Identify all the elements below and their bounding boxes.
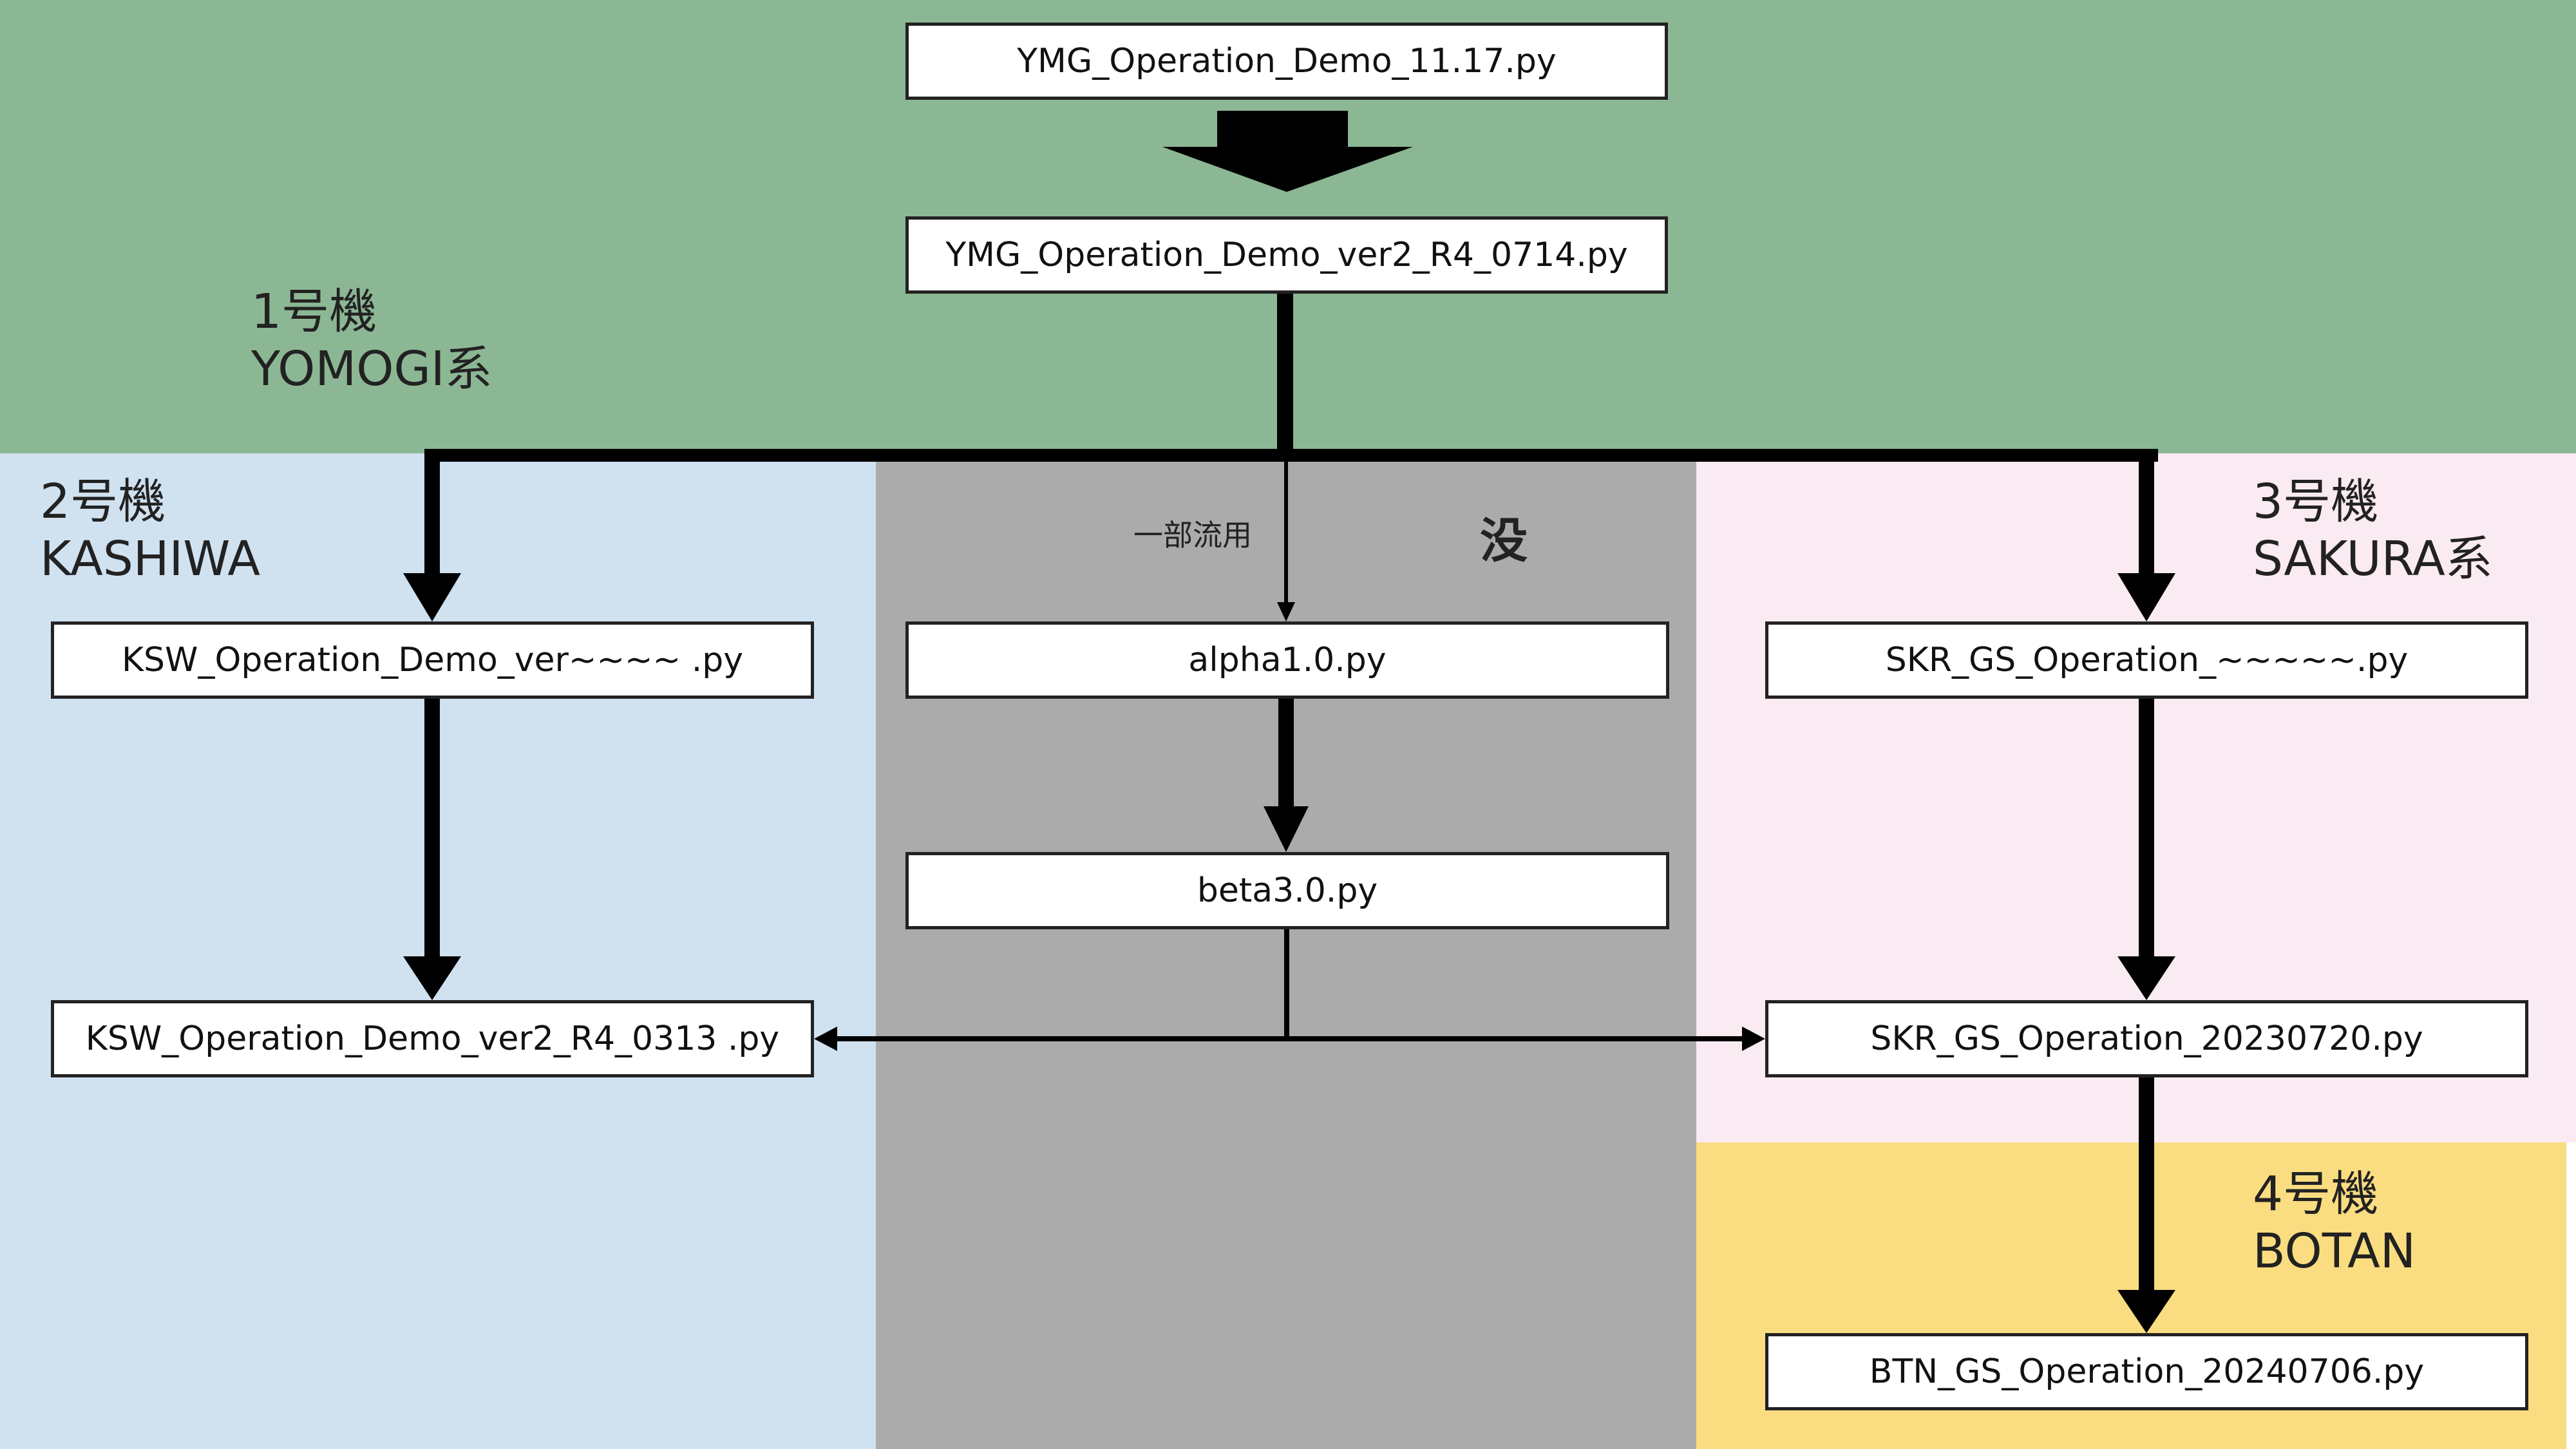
region-label-kashiwa: 2号機 KASHIWA [40,473,260,588]
partial-reuse-arrowhead [1277,602,1295,621]
file-beta: beta3.0.py [905,852,1669,929]
ksw-line [424,699,440,960]
branch-left-arrowhead [403,573,461,621]
file-ksw-operation-demo-ver2: KSW_Operation_Demo_ver2_R4_0313 .py [51,1000,814,1077]
file-btn-gs-operation-20240706: BTN_GS_Operation_20240706.py [1765,1333,2528,1410]
block-arrow [1162,111,1413,192]
ksw-arrowhead [403,956,461,1000]
branch-left-line [424,449,440,578]
branch-right-line [2139,449,2154,578]
region-label-yomogi: 1号機 YOMOGI系 [251,283,493,398]
beta-right-arrowhead [1742,1027,1765,1051]
beta-horizontal-line [831,1036,1752,1041]
discarded-note: 没 [1480,513,1528,569]
file-skr-gs-operation-20230720: SKR_GS_Operation_20230720.py [1765,1000,2528,1077]
partial-reuse-note: 一部流用 [1133,518,1252,553]
region-title: 2号機 [40,474,166,529]
region-subtitle: YOMOGI系 [251,341,493,397]
skr-line [2139,699,2154,960]
region-label-sakura: 3号機 SAKURA系 [2253,473,2493,588]
file-ymg-operation-demo: YMG_Operation_Demo_11.17.py [905,23,1668,100]
alpha-beta-arrowhead [1264,806,1309,852]
file-skr-gs-operation: SKR_GS_Operation_~~~~~.py [1765,621,2528,699]
beta-left-arrowhead [814,1027,837,1051]
region-title: 1号機 [251,284,377,339]
region-subtitle: BOTAN [2253,1223,2416,1279]
trunk-line [1277,294,1293,459]
branch-right-arrowhead [2117,573,2175,621]
file-ksw-operation-demo: KSW_Operation_Demo_ver~~~~ .py [51,621,814,699]
region-subtitle: SAKURA系 [2253,531,2493,587]
btn-line [2139,1077,2154,1293]
skr-arrowhead [2117,956,2175,1000]
partial-reuse-line [1284,459,1288,603]
distribution-bar [424,449,2158,462]
region-title: 3号機 [2253,474,2379,529]
file-alpha: alpha1.0.py [905,621,1669,699]
region-title: 4号機 [2253,1166,2379,1222]
region-subtitle: KASHIWA [40,531,261,587]
btn-arrowhead [2117,1290,2175,1333]
alpha-beta-line [1278,699,1294,808]
file-ymg-operation-demo-ver2: YMG_Operation_Demo_ver2_R4_0714.py [905,216,1668,294]
beta-stem-line [1284,929,1289,1041]
region-label-botan: 4号機 BOTAN [2253,1166,2416,1280]
